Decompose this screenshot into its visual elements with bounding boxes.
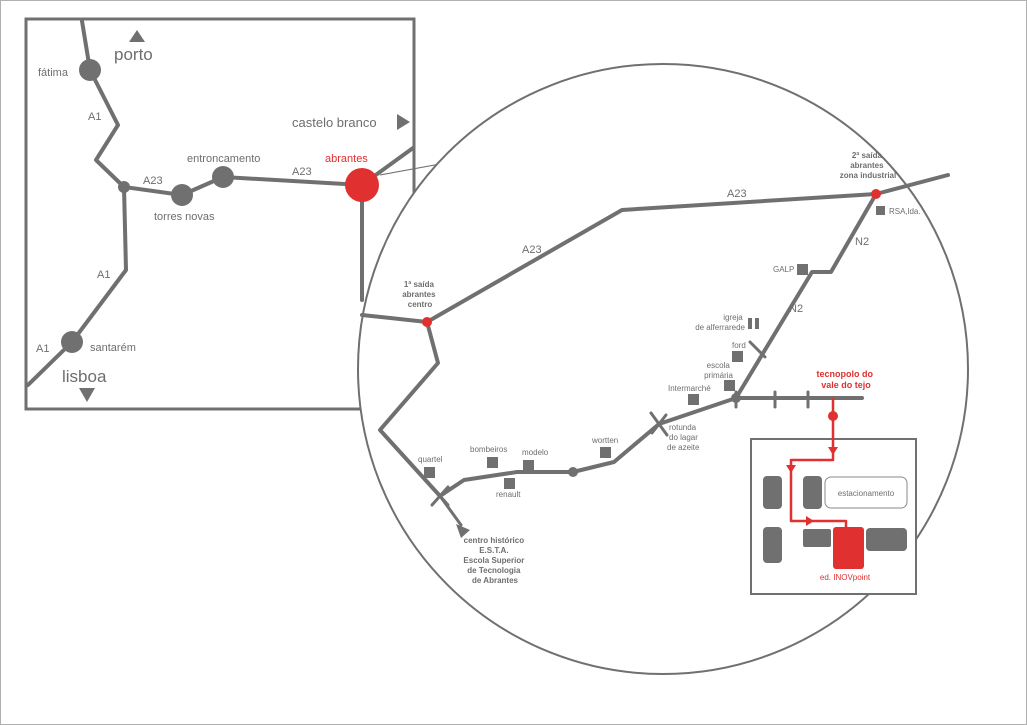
label-tecnopolo: tecnopolo do vale do tejo bbox=[816, 369, 875, 390]
label-wortten: wortten bbox=[591, 436, 618, 445]
inset-road-a1-north bbox=[80, 19, 126, 189]
inset-frame bbox=[24, 17, 416, 411]
label-igreja: igreja de alferrarede bbox=[695, 313, 745, 332]
label-lisboa: lisboa bbox=[62, 367, 107, 386]
node-abrantes bbox=[345, 168, 379, 202]
label-n2-upper: N2 bbox=[855, 236, 869, 248]
label-exit-1: 1ª saída abrantes centro bbox=[402, 280, 438, 309]
route-arrow-down-icon bbox=[828, 447, 838, 455]
label-entroncamento: entroncamento bbox=[187, 153, 260, 165]
ford-icon bbox=[732, 351, 743, 362]
node-entroncamento bbox=[212, 166, 234, 188]
inset-road-a1-south bbox=[26, 185, 128, 387]
building-a bbox=[763, 476, 782, 509]
arrow-down-icon bbox=[79, 388, 95, 402]
building-e bbox=[866, 528, 907, 551]
building-d bbox=[803, 529, 831, 547]
crossing-rotunda-b bbox=[650, 413, 668, 435]
quartel-icon bbox=[424, 467, 435, 478]
label-parking: estacionamento bbox=[838, 489, 895, 498]
site-plan-frame bbox=[750, 438, 917, 595]
label-a23-right: A23 bbox=[292, 166, 312, 178]
building-inovpoint bbox=[833, 527, 864, 569]
node-roundabout bbox=[731, 393, 741, 403]
label-inovpoint: ed. INOVpoint bbox=[820, 573, 871, 582]
label-detail-a23-left: A23 bbox=[522, 244, 542, 256]
label-a1-mid: A1 bbox=[97, 269, 110, 281]
label-porto: porto bbox=[114, 45, 153, 64]
label-modelo: modelo bbox=[522, 448, 549, 457]
label-centro-historico: centro histórico E.S.T.A. Escola Superio… bbox=[463, 536, 526, 585]
node-santarem bbox=[61, 331, 83, 353]
label-rsa: RSA,lda. bbox=[889, 207, 921, 216]
arrow-up-icon bbox=[129, 30, 145, 42]
igreja-icon bbox=[748, 318, 752, 329]
node-junction bbox=[118, 181, 130, 193]
intermarche-icon bbox=[688, 394, 699, 405]
label-fatima: fátima bbox=[38, 67, 69, 79]
label-renault: renault bbox=[496, 490, 521, 499]
node-fatima bbox=[79, 59, 101, 81]
modelo-icon bbox=[523, 460, 534, 471]
escola-icon bbox=[724, 380, 735, 391]
label-escola: escola primária bbox=[704, 361, 733, 380]
road-ford-stub bbox=[748, 340, 767, 359]
wortten-icon bbox=[600, 447, 611, 458]
label-intermarche: Intermarché bbox=[668, 384, 711, 393]
building-c bbox=[763, 527, 782, 563]
label-galp: GALP bbox=[773, 265, 794, 274]
node-junction-mid bbox=[568, 467, 578, 477]
parking-area bbox=[824, 476, 908, 509]
exit-1-marker bbox=[422, 317, 432, 327]
rsa-icon bbox=[876, 206, 885, 215]
road-a23 bbox=[360, 173, 950, 324]
label-a1-bottom: A1 bbox=[36, 343, 49, 355]
label-torres-novas: torres novas bbox=[154, 211, 215, 223]
label-quartel: quartel bbox=[418, 455, 443, 464]
label-ford: ford bbox=[732, 341, 746, 350]
label-castelo-branco: castelo branco bbox=[292, 115, 377, 130]
arrow-down-left-icon bbox=[456, 524, 470, 538]
road-centro bbox=[378, 320, 442, 498]
galp-icon bbox=[797, 264, 808, 275]
label-abrantes: abrantes bbox=[325, 153, 368, 165]
label-detail-a23-top: A23 bbox=[727, 188, 747, 200]
road-main bbox=[438, 396, 864, 498]
bombeiros-icon bbox=[487, 457, 498, 468]
label-bombeiros: bombeiros bbox=[470, 445, 507, 454]
label-exit-2: 2ª saída abrantes zona industrial bbox=[840, 151, 896, 180]
inset-road-a23 bbox=[122, 175, 364, 197]
node-torres-novas bbox=[171, 184, 193, 206]
road-n2 bbox=[734, 192, 878, 400]
label-n2-lower: N2 bbox=[789, 303, 803, 315]
crossing-quartel-b bbox=[430, 485, 450, 507]
route-start-marker bbox=[828, 411, 838, 421]
building-b bbox=[803, 476, 822, 509]
route-arrow-right-icon bbox=[806, 516, 814, 526]
label-a1-top: A1 bbox=[88, 111, 101, 123]
exit-2-marker bbox=[871, 189, 881, 199]
igreja-icon-2 bbox=[755, 318, 759, 329]
label-rotunda: rotunda do lagar de azeite bbox=[667, 423, 700, 452]
route-arrow-down-icon-2 bbox=[786, 465, 796, 473]
renault-icon bbox=[504, 478, 515, 489]
label-santarem: santarém bbox=[90, 342, 136, 354]
label-a23-left: A23 bbox=[143, 175, 163, 187]
arrow-right-icon bbox=[397, 114, 410, 130]
